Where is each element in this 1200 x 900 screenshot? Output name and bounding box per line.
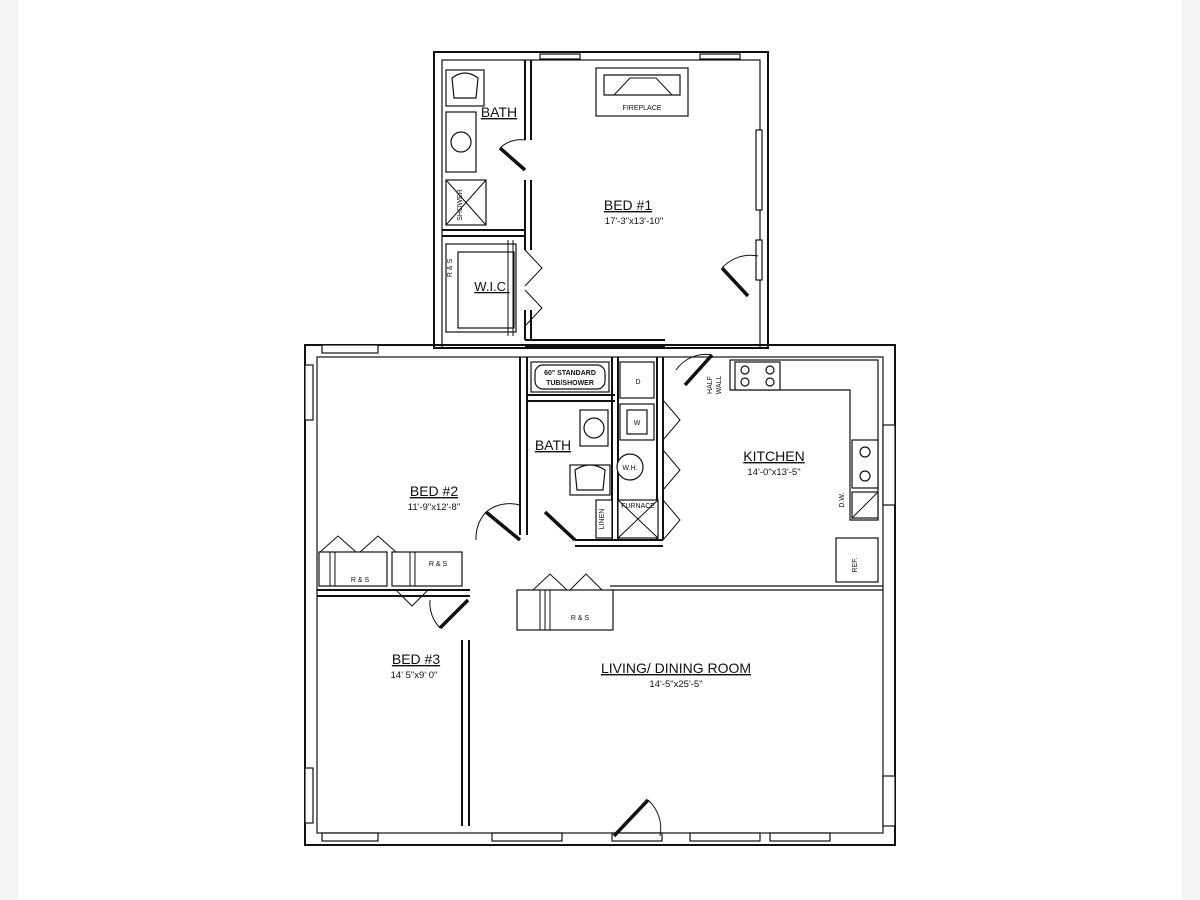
bed-closets: R & S R & S: [318, 535, 463, 607]
floor-plan-drawing: FIREPLACE SHOWER BATH R & S W.I.C. BED #…: [304, 51, 896, 846]
tub-label-2: TUB/SHOWER: [546, 380, 594, 387]
bed2-door[interactable]: [475, 511, 487, 541]
washer-label: W: [634, 420, 641, 427]
furnace-label: FURNACE: [621, 503, 655, 510]
fireplace-label: FIREPLACE: [623, 105, 662, 112]
dryer-label: D: [635, 379, 640, 386]
kitchen-counters: D.W. REF.: [729, 359, 879, 583]
half-wall-label-1: HALF: [707, 376, 714, 394]
bed3-door[interactable]: [429, 598, 470, 630]
upper-bath-door[interactable]: [498, 139, 527, 172]
bed1-door[interactable]: [720, 254, 759, 298]
kitchen-entry[interactable]: [675, 353, 714, 387]
bed3-rs-label: R & S: [351, 577, 370, 584]
water-heater-label: W.H.: [622, 465, 637, 472]
bed2-rs-label: R & S: [429, 561, 448, 568]
fireplace: FIREPLACE: [595, 67, 689, 117]
upper-bath-name: BATH: [481, 104, 517, 120]
upper-bath-fixtures: SHOWER: [445, 69, 487, 226]
bed3-name: BED #3: [392, 651, 440, 667]
wic-name: W.I.C.: [474, 279, 509, 294]
bed2-name: BED #2: [410, 483, 458, 499]
half-wall-label-2: WALL: [716, 375, 723, 394]
floor-plan-sheet: FIREPLACE SHOWER BATH R & S W.I.C. BED #…: [18, 0, 1182, 900]
refrigerator-label: REF.: [852, 557, 859, 572]
bed1-windows: [539, 53, 763, 281]
bed3-dims: 14' 5"x9' 0": [391, 670, 438, 681]
dishwasher-label: D.W.: [839, 492, 846, 507]
laundry-utility: D W W.H. FURNACE LINEN: [595, 361, 659, 539]
living-name: LIVING/ DINING ROOM: [601, 660, 751, 676]
wic-rs-label: R & S: [447, 259, 454, 278]
tub-shower: 60" STANDARD TUB/SHOWER: [530, 361, 610, 393]
linen-label: LINEN: [599, 509, 606, 530]
main-block-walls: [304, 344, 896, 846]
kitchen-name: KITCHEN: [743, 448, 804, 464]
bed2-dims: 11'-9"x12'-8": [408, 502, 460, 513]
living-closet: R & S: [516, 573, 614, 631]
shower-label: SHOWER: [457, 189, 464, 221]
bed1-name: BED #1: [604, 197, 652, 213]
utility-doors[interactable]: [484, 399, 681, 542]
lower-bath-fixtures: [569, 409, 611, 496]
tub-label-1: 60" STANDARD: [544, 370, 596, 377]
kitchen-dims: 14'-0"x13'-5": [747, 467, 800, 478]
wic-fixtures: R & S: [445, 240, 543, 336]
lower-bath-name: BATH: [535, 437, 571, 453]
living-dims: 14'-5"x25'-5": [649, 679, 702, 690]
bed1-dims: 17'-3"x13'-10": [605, 216, 663, 227]
living-rs-label: R & S: [571, 615, 590, 622]
front-door[interactable]: [611, 798, 663, 842]
